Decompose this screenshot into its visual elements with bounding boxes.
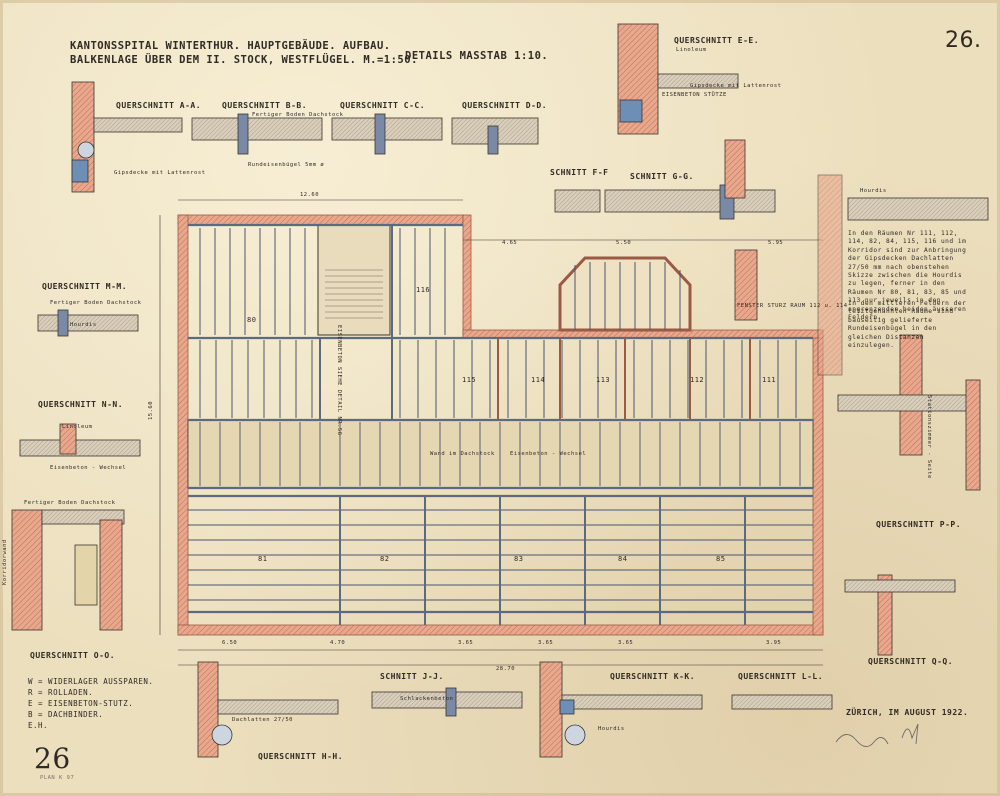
dim-bottom-365c: 3.65 <box>618 640 634 646</box>
room-number: 112 <box>690 376 705 384</box>
dachstock-label: Wand im Dachstock <box>430 451 495 457</box>
schlackenbeton-jj-label: Schlackenbeton <box>400 696 454 702</box>
section-pp-label: QUERSCHNITT P-P. <box>876 520 962 529</box>
eisenbeton-stuetze-label: EISENBETON STÜTZE <box>662 92 727 98</box>
rooms-note: In den Räumen Nr 111, 112, 114, 82, 84, … <box>848 230 967 322</box>
room-number: 111 <box>762 376 777 384</box>
section-kk-label: QUERSCHNITT K-K. <box>610 672 696 681</box>
dim-top-1260: 12.60 <box>300 192 320 198</box>
section-mm-label: QUERSCHNITT M-M. <box>42 282 128 291</box>
stationszimmer-label: Stationszimmer - Seite <box>926 395 932 479</box>
section-ee-label: QUERSCHNITT E-E. <box>674 36 760 45</box>
fields-note: In den mittleren Feldern der letztgenann… <box>848 300 967 350</box>
hourdis-kk-label: Hourdis <box>598 726 625 732</box>
eisenbeton-wechsel-nn-label: Eisenbeton - Wechsel <box>50 465 127 471</box>
sheet-number: 26. <box>945 28 982 53</box>
legend-item: E.H. <box>28 721 49 730</box>
fertiger-boden-label: Fertiger Boden Dachstock <box>252 112 344 118</box>
room-number: 83 <box>514 555 524 563</box>
section-hh-label: QUERSCHNITT H-H. <box>258 752 344 761</box>
details-scale: DETAILS MASSTAB 1:10. <box>405 50 549 62</box>
hourdis-right-label: Hourdis <box>860 188 887 194</box>
section-ll-label: QUERSCHNITT L-L. <box>738 672 824 681</box>
room-number: 113 <box>596 376 611 384</box>
section-dd-label: QUERSCHNITT D-D. <box>462 101 548 110</box>
dim-top-550: 5.50 <box>616 240 632 246</box>
section-jj-label: SCHNITT J-J. <box>380 672 444 681</box>
legend-item: R = ROLLADEN. <box>28 688 94 697</box>
section-qq-label: QUERSCHNITT Q-Q. <box>868 657 954 666</box>
title-line-1: KANTONSSPITAL WINTERTHUR. HAUPTGEBÄUDE. … <box>70 40 391 52</box>
room-number: 116 <box>416 286 431 294</box>
dim-bottom-650: 6.50 <box>222 640 238 646</box>
wechsel-plan-label: Eisenbeton - Wechsel <box>510 451 587 457</box>
dim-left-1560: 15.60 <box>148 400 154 420</box>
section-cc-label: QUERSCHNITT C-C. <box>340 101 426 110</box>
room-number: 82 <box>380 555 390 563</box>
gipsdecke-label: Gipsdecke mit Lattenrost <box>690 83 782 89</box>
title-line-2: BALKENLAGE ÜBER DEM II. STOCK, WESTFLÜGE… <box>70 54 418 66</box>
dim-bottom-2870: 28.70 <box>496 666 516 672</box>
linoleum-nn-label: Linoleum <box>62 424 93 430</box>
dim-top-595: 5.95 <box>768 240 784 246</box>
place-date: ZÜRICH, IM AUGUST 1922. <box>846 708 969 717</box>
floor-plan <box>159 199 824 666</box>
dim-bottom-395: 3.95 <box>766 640 782 646</box>
signature <box>835 723 919 747</box>
room-number: 85 <box>716 555 726 563</box>
dim-bottom-365b: 3.65 <box>538 640 554 646</box>
fertiger-boden-mm-label: Fertiger Boden Dachstock <box>50 300 142 306</box>
fenster-sturz-label: FENSTER STURZ RAUM 112 u. 114 <box>737 303 848 309</box>
dim-top-465: 4.65 <box>502 240 518 246</box>
plan-stamp: PLAN K 97 <box>40 775 75 781</box>
legend-item: E = EISENBETON-STUTZ. <box>28 699 134 708</box>
section-gg-label: SCHNITT G-G. <box>630 172 694 181</box>
section-oo-label: QUERSCHNITT O-O. <box>30 651 116 660</box>
room-number: 114 <box>531 376 546 384</box>
dim-bottom-365a: 3.65 <box>458 640 474 646</box>
linoleum-label: Linoleum <box>676 47 707 53</box>
detail-sections <box>11 23 989 758</box>
legend-item: B = DACHBINDER. <box>28 710 104 719</box>
section-bb-label: QUERSCHNITT B-B. <box>222 101 308 110</box>
stair-label: EISENBETON SIEHE DETAIL NR.56 <box>336 325 342 436</box>
section-aa-label: QUERSCHNITT A-A. <box>116 101 202 110</box>
rundeisen-label: Rundeisenbügel 5mm ø <box>248 162 325 168</box>
room-number: 81 <box>258 555 268 563</box>
gipsdecke-aa-label: Gipsdecke mit Lattenrost <box>114 170 206 176</box>
section-nn-label: QUERSCHNITT N-N. <box>38 400 124 409</box>
fertiger-boden-oo-label: Fertiger Boden Dachstock <box>24 500 116 506</box>
dim-bottom-470: 4.70 <box>330 640 346 646</box>
dachlatten-label: Dachlatten 27/50 <box>232 717 293 723</box>
legend-item: W = WIDERLAGER AUSSPAREN. <box>28 677 154 686</box>
section-ff-label: SCHNITT F-F <box>550 168 609 177</box>
room-number: 115 <box>462 376 477 384</box>
room-number: 84 <box>618 555 628 563</box>
korridorwand-label: Korridorwand <box>2 539 8 585</box>
sheet-number-bottom: 26 <box>34 742 71 775</box>
room-number: 80 <box>247 316 257 324</box>
hourdis-mm-label: Hourdis <box>70 322 97 328</box>
